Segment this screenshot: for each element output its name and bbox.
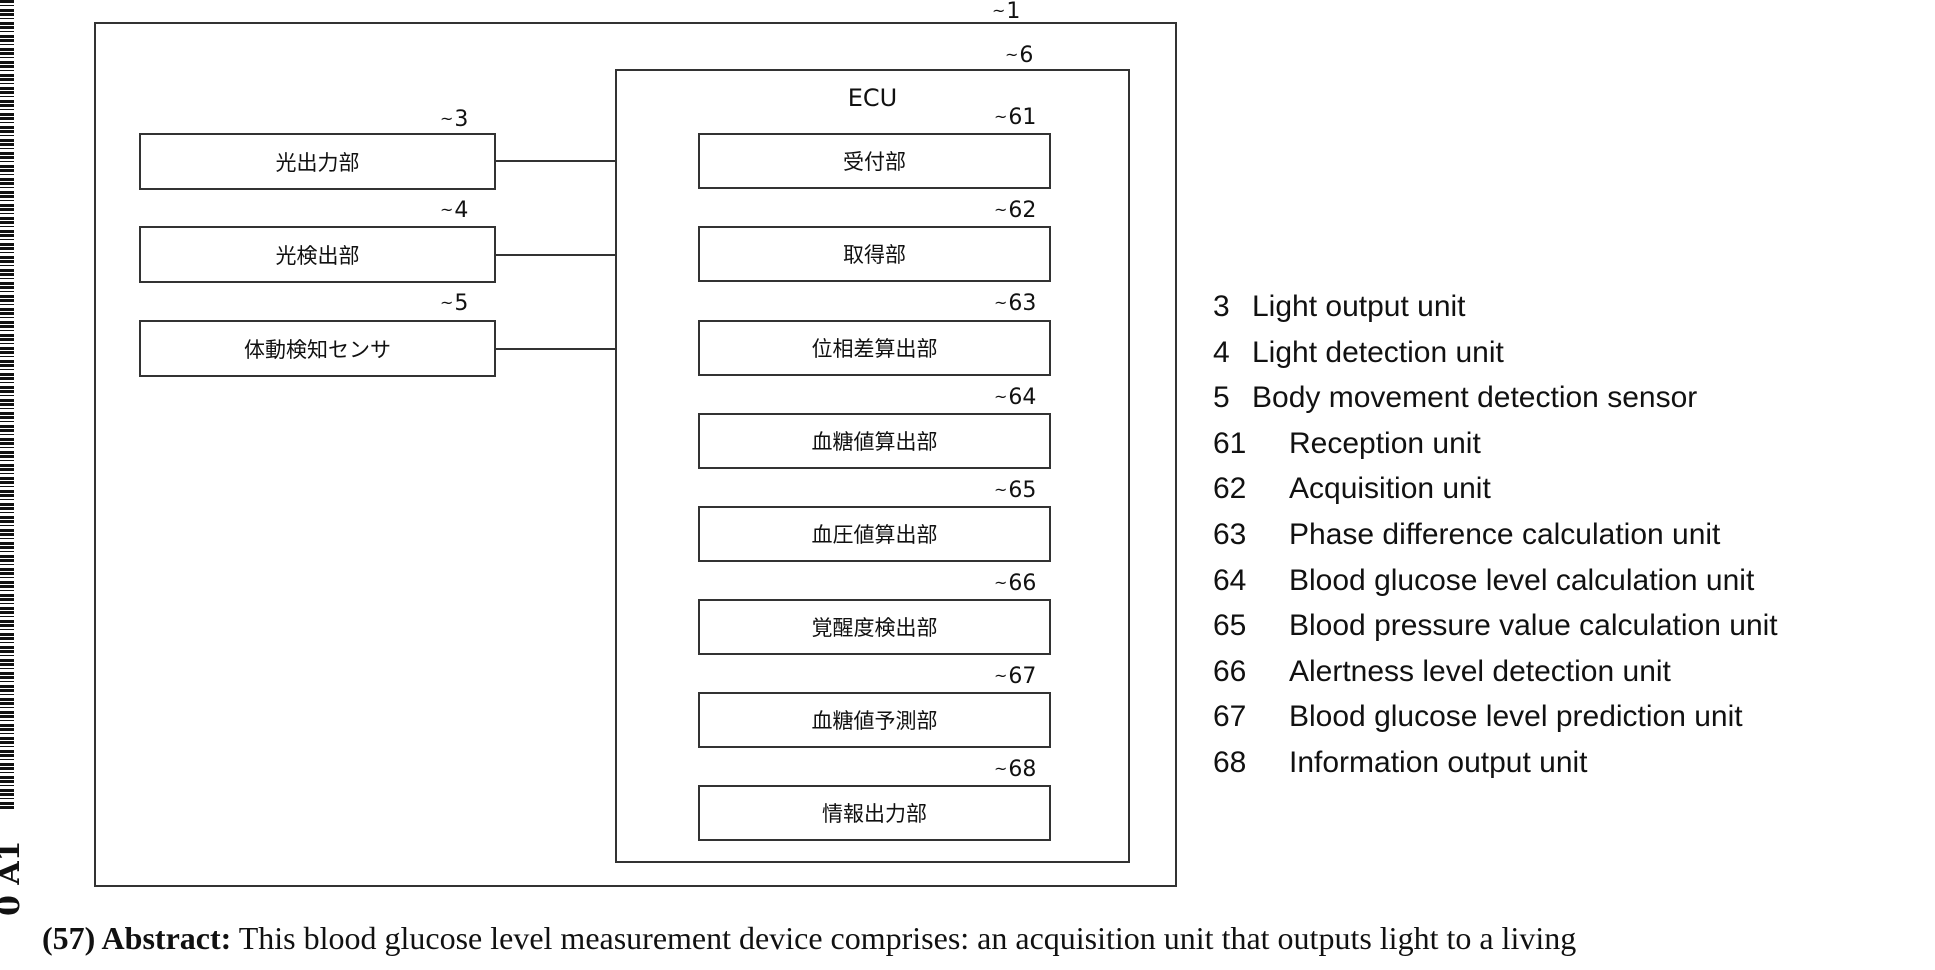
publication-code-vertical: 0 A1 <box>0 860 30 916</box>
unit-ref-66: ~66 <box>994 572 1036 597</box>
blood-glucose-calc-unit-box: 血糖値算出部 <box>698 413 1051 469</box>
legend-item: 66 Alertness level detection unit <box>1181 649 1921 695</box>
legend-item: 61 Reception unit <box>1181 421 1921 467</box>
legend-text: Light output unit <box>1252 284 1466 330</box>
legend-number: 66 <box>1213 649 1246 695</box>
legend-text: Blood glucose level calculation unit <box>1289 558 1754 604</box>
ecu-frame-ref: ~6 <box>1005 44 1033 69</box>
information-output-unit-box: 情報出力部 <box>698 785 1051 841</box>
legend-item: 3 Light output unit <box>1181 284 1921 330</box>
legend-item: 5 Body movement detection sensor <box>1181 375 1921 421</box>
acquisition-unit-box: 取得部 <box>698 226 1051 282</box>
wire-light-output-to-ecu <box>496 160 615 162</box>
abstract-label: (57) Abstract: <box>42 920 231 956</box>
legend-item: 4 Light detection unit <box>1181 330 1921 376</box>
unit-ref-5: ~5 <box>440 292 468 317</box>
legend-number: 62 <box>1213 466 1246 512</box>
unit-ref-63: ~63 <box>994 292 1036 317</box>
unit-ref-3: ~3 <box>440 108 468 133</box>
legend-text: Alertness level detection unit <box>1289 649 1671 695</box>
legend-item: 63 Phase difference calculation unit <box>1181 512 1921 558</box>
legend-number: 68 <box>1213 740 1246 786</box>
legend-text: Light detection unit <box>1252 330 1504 376</box>
legend-text: Information output unit <box>1289 740 1588 786</box>
blood-pressure-calc-unit-box: 血圧値算出部 <box>698 506 1051 562</box>
reception-unit-box: 受付部 <box>698 133 1051 189</box>
unit-ref-65: ~65 <box>994 479 1036 504</box>
legend-text: Acquisition unit <box>1289 466 1491 512</box>
phase-difference-unit-box: 位相差算出部 <box>698 320 1051 376</box>
light-output-unit-box: 光出力部 <box>139 133 496 190</box>
unit-ref-68: ~68 <box>994 758 1036 783</box>
barcode-strip <box>0 0 14 810</box>
unit-ref-61: ~61 <box>994 106 1036 131</box>
legend-text: Phase difference calculation unit <box>1289 512 1720 558</box>
legend-number: 5 <box>1213 375 1230 421</box>
outer-frame-ref: ~1 <box>992 0 1020 25</box>
legend-item: 64 Blood glucose level calculation unit <box>1181 558 1921 604</box>
unit-ref-67: ~67 <box>994 665 1036 690</box>
ecu-title: ECU <box>615 84 1130 112</box>
legend-text: Reception unit <box>1289 421 1481 467</box>
alertness-detection-unit-box: 覚醒度検出部 <box>698 599 1051 655</box>
legend-number: 4 <box>1213 330 1230 376</box>
legend-item: 68 Information output unit <box>1181 740 1921 786</box>
reference-legend: 3 Light output unit 4 Light detection un… <box>1181 284 1921 786</box>
legend-number: 3 <box>1213 284 1230 330</box>
legend-number: 67 <box>1213 694 1246 740</box>
legend-number: 65 <box>1213 603 1246 649</box>
legend-text: Blood glucose level prediction unit <box>1289 694 1743 740</box>
unit-ref-64: ~64 <box>994 386 1036 411</box>
abstract-line: (57) Abstract: This blood glucose level … <box>42 918 1935 958</box>
legend-number: 64 <box>1213 558 1246 604</box>
abstract-text: This blood glucose level measurement dev… <box>239 920 1577 956</box>
legend-text: Blood pressure value calculation unit <box>1289 603 1778 649</box>
legend-item: 65 Blood pressure value calculation unit <box>1181 603 1921 649</box>
unit-ref-62: ~62 <box>994 199 1036 224</box>
light-detection-unit-box: 光検出部 <box>139 226 496 283</box>
blood-glucose-prediction-unit-box: 血糖値予測部 <box>698 692 1051 748</box>
legend-item: 67 Blood glucose level prediction unit <box>1181 694 1921 740</box>
wire-light-detection-to-ecu <box>496 254 615 256</box>
legend-number: 61 <box>1213 421 1246 467</box>
body-movement-sensor-box: 体動検知センサ <box>139 320 496 377</box>
legend-number: 63 <box>1213 512 1246 558</box>
wire-body-sensor-to-ecu <box>496 348 615 350</box>
legend-item: 62 Acquisition unit <box>1181 466 1921 512</box>
unit-ref-4: ~4 <box>440 199 468 224</box>
legend-text: Body movement detection sensor <box>1252 375 1697 421</box>
